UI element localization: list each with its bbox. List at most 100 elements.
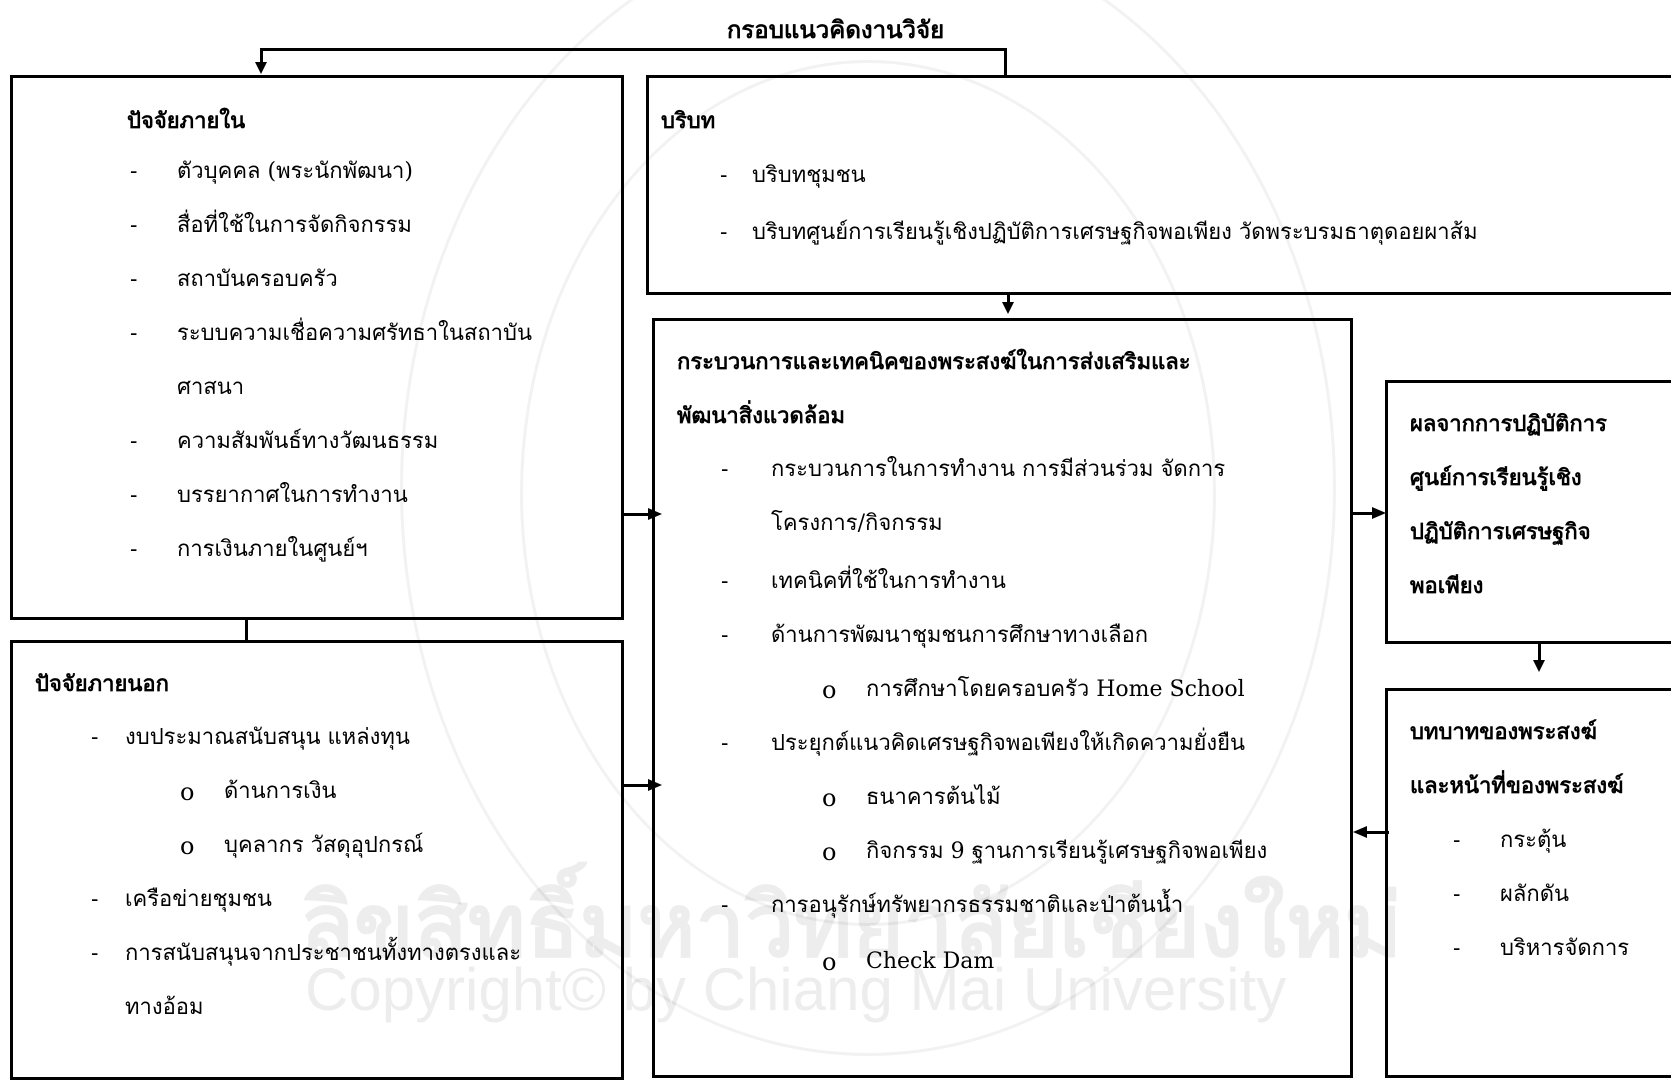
result-line-4: พอเพียง [1410, 573, 1484, 599]
list-item-text: ความสัมพันธ์ทางวัฒนธรรม [177, 429, 439, 454]
bullet-dash: - [721, 623, 729, 648]
list-item: - [1453, 922, 1460, 976]
list-item-text: งบประมาณสนับสนุน แหล่งทุน [125, 725, 410, 750]
list-item-text: ประยุกต์แนวคิดเศรษฐกิจพอเพียงให้เกิดความ… [771, 731, 1246, 756]
list-item: - [130, 253, 137, 307]
list-item-text: ธนาคารต้นไม้ [866, 785, 1001, 810]
list-item: - [130, 523, 137, 577]
process-title-line2: พัฒนาสิ่งแวดล้อม [677, 403, 845, 429]
list-item-text: เทคนิคที่ใช้ในการทำงาน [771, 569, 1006, 594]
arrow-to-process-top [1002, 302, 1014, 314]
list-item: - [91, 711, 98, 765]
bullet-dash: - [720, 163, 728, 188]
connector-context-process [1007, 293, 1010, 302]
role-box: บทบาทของพระสงฆ์ และหน้าที่ของพระสงฆ์ [1385, 688, 1671, 1078]
bullet-dash: - [130, 537, 138, 562]
connector-external-process [621, 784, 649, 787]
bullet-dash: - [130, 213, 138, 238]
diagram-title: กรอบแนวคิดงานวิจัย [726, 15, 945, 44]
connector-role-process [1367, 831, 1389, 834]
bullet-dash: - [130, 267, 138, 292]
arrow-process-to-result [1372, 507, 1386, 519]
internal-factors-title: ปัจจัยภายใน [127, 108, 246, 134]
bullet-dash: - [1453, 882, 1461, 907]
list-item-text: การศึกษาโดยครอบครัว Home School [866, 677, 1245, 702]
list-item: - [721, 717, 728, 771]
list-item-text: ตัวบุคคล (พระนักพัฒนา) [177, 159, 413, 184]
connector-title-left-down [260, 48, 263, 62]
list-item-text: การเงินภายในศูนย์ฯ [177, 537, 368, 562]
list-item-text: ด้านการเงิน [224, 779, 337, 804]
connector-internal-external [245, 618, 248, 642]
list-item: - [130, 199, 137, 253]
list-item-text: สื่อที่ใช้ในการจัดกิจกรรม [177, 213, 412, 238]
list-item-text: กระบวนการในการทำงาน การมีส่วนร่วม จัดการ [771, 457, 1226, 482]
list-item: - [91, 927, 98, 981]
process-title-line1: กระบวนการและเทคนิคของพระสงฆ์ในการส่งเสริ… [677, 349, 1191, 375]
list-item: - [721, 879, 728, 933]
bullet-dash: - [91, 725, 99, 750]
watermark-seal-outer [400, 0, 1336, 1056]
sub-item-bullet: o [180, 832, 195, 860]
result-line-2: ศูนย์การเรียนรู้เชิง [1410, 465, 1582, 491]
list-item: - [130, 415, 137, 469]
list-item: - [721, 555, 728, 609]
bullet-dash: - [130, 429, 138, 454]
list-item: - [130, 145, 137, 199]
bullet-dash: - [721, 731, 729, 756]
bullet-dash: - [91, 887, 99, 912]
external-factors-title: ปัจจัยภายนอก [35, 671, 169, 697]
result-line-3: ปฏิบัติการเศรษฐกิจ [1410, 519, 1591, 545]
list-item-text: การสนับสนุนจากประชาชนทั้งทางตรงและ [125, 941, 522, 966]
arrow-internal-to-process [648, 508, 662, 520]
arrow-result-to-role [1533, 660, 1545, 672]
list-item-text: เครือข่ายชุมชน [125, 887, 272, 912]
list-item-text: Check Dam [866, 949, 995, 974]
result-box: ผลจากการปฏิบัติการ ศูนย์การเรียนรู้เชิง … [1385, 380, 1671, 644]
list-item: - [720, 149, 727, 203]
result-line-1: ผลจากการปฏิบัติการ [1410, 411, 1607, 437]
bullet-dash: - [1453, 828, 1461, 853]
watermark-seal-inner [520, 60, 1216, 926]
list-item-text: โครงการ/กิจกรรม [771, 511, 943, 536]
list-item-text: การอนุรักษ์ทรัพยากรธรรมชาติและป่าต้นน้ำ [771, 893, 1184, 918]
internal-factors-box: ปัจจัยภายใน [10, 75, 624, 620]
list-item: - [1453, 814, 1460, 868]
bullet-dash: - [91, 941, 99, 966]
sub-item-bullet: o [822, 838, 837, 866]
watermark-thai-text: ลิขสิทธิ์มหาวิทยาลัยเชียงใหม่ [300, 876, 1403, 975]
list-item-text: กิจกรรม 9 ฐานการเรียนรู้เศรษฐกิจพอเพียง [866, 839, 1268, 864]
bullet-dash: - [130, 321, 138, 346]
list-item-text: ทางอ้อม [125, 995, 204, 1020]
list-item: - [720, 206, 727, 260]
list-item: - [130, 469, 137, 523]
watermark-copyright-text: Copyright© by Chiang Mai University [305, 956, 1287, 1023]
list-item-text: ด้านการพัฒนาชุมชนการศึกษาทางเลือก [771, 623, 1149, 648]
list-item: - [721, 609, 728, 663]
process-box: กระบวนการและเทคนิคของพระสงฆ์ในการส่งเสริ… [652, 318, 1353, 1078]
bullet-dash: - [130, 159, 138, 184]
connector-title-right-down [1004, 48, 1007, 75]
sub-item-bullet: o [822, 948, 837, 976]
context-box: บริบท [646, 75, 1671, 295]
list-item-text: บริหารจัดการ [1500, 936, 1630, 961]
list-item-text: ระบบความเชื่อความศรัทธาในสถาบัน [177, 321, 533, 346]
sub-item-bullet: o [822, 784, 837, 812]
bullet-dash: - [1453, 936, 1461, 961]
list-item: - [130, 307, 137, 361]
list-item-text: บุคลากร วัสดุอุปกรณ์ [224, 833, 424, 858]
list-item-text: บริบทชุมชน [752, 163, 866, 188]
arrow-to-internal [255, 62, 267, 74]
role-title-line2: และหน้าที่ของพระสงฆ์ [1410, 773, 1624, 799]
bullet-dash: - [721, 457, 729, 482]
list-item: - [721, 443, 728, 497]
context-title: บริบท [661, 108, 716, 134]
bullet-dash: - [130, 483, 138, 508]
sub-item-bullet: o [822, 676, 837, 704]
list-item: - [91, 873, 98, 927]
list-item-text: ศาสนา [177, 375, 245, 400]
list-item-text: กระตุ้น [1500, 828, 1567, 853]
connector-result-role [1538, 642, 1541, 661]
bullet-dash: - [721, 569, 729, 594]
list-item-text: สถาบันครอบครัว [177, 267, 338, 292]
